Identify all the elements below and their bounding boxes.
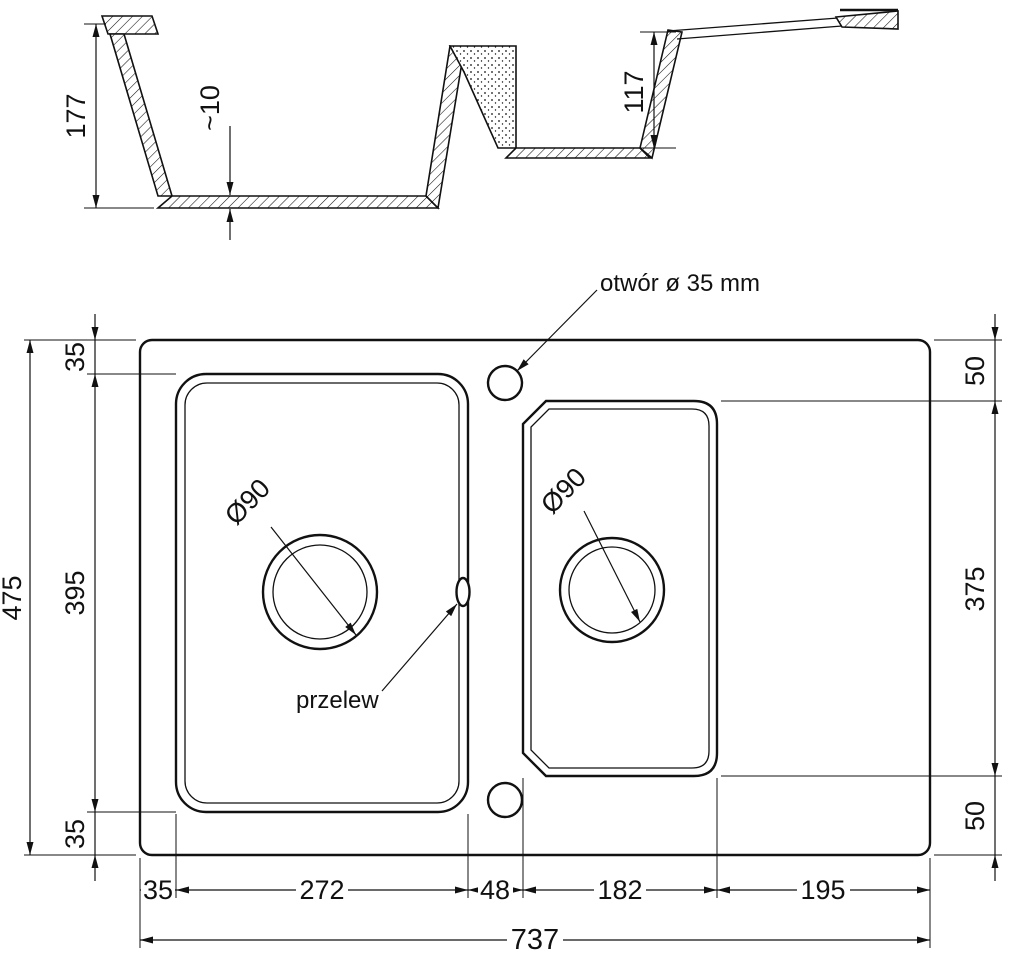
section-bottom-small-bowl xyxy=(504,147,652,159)
dim-drainer-width-bg xyxy=(797,876,850,904)
right-bowl-outer xyxy=(521,399,719,778)
tap-hole-label: otwór ø 35 mm xyxy=(600,270,760,297)
dim-bowl-right-width-label: 182 xyxy=(597,875,642,905)
dim-depth-total-label: 177 xyxy=(61,93,91,138)
left-drain: Ø90 xyxy=(219,473,379,651)
dim-edge-top-label: 35 xyxy=(60,342,90,372)
sink-outer-edge xyxy=(138,338,932,857)
dim-bottom-edge-left-label: 35 xyxy=(143,875,173,905)
left-drain-label: Ø90 xyxy=(219,473,276,531)
dim-row-bottom: 35 272 48 182 195 xyxy=(139,778,931,948)
dim-width-total-label: 737 xyxy=(511,924,559,956)
right-drain-hole xyxy=(568,546,656,634)
dim-height-total: 475 xyxy=(0,339,136,856)
left-bowl-inner xyxy=(184,382,460,804)
dim-bowl-left-width-bg xyxy=(296,876,348,904)
section-rim-right xyxy=(834,10,899,30)
dim-column-right: 50 375 50 xyxy=(721,314,1002,881)
dim-right-top-label: 50 xyxy=(960,356,990,386)
tap-hole-callout: otwór ø 35 mm xyxy=(516,270,760,372)
dim-edge-bottom-label: 35 xyxy=(60,819,90,849)
dim-depth-total: 177 xyxy=(61,23,154,209)
overflow-label: przelew xyxy=(296,687,379,714)
dim-right-middle-label: 375 xyxy=(960,566,990,611)
dim-drainer-width-label: 195 xyxy=(800,875,845,905)
right-drain-label: Ø90 xyxy=(535,462,592,520)
dim-width-total-bg xyxy=(507,925,563,955)
dim-bowl-left-width-label: 272 xyxy=(299,875,344,905)
right-drain: Ø90 xyxy=(535,462,666,644)
dim-right-bottom-label: 50 xyxy=(960,801,990,831)
right-bowl-inner xyxy=(530,408,710,769)
dim-bottom-edge-left-bg xyxy=(141,876,175,904)
section-wall-middle xyxy=(425,44,465,210)
plan-view: Ø90 Ø90 otwór ø 35 mm przelew 475 xyxy=(0,270,1002,956)
left-drain-hole xyxy=(272,544,368,640)
overflow-leader xyxy=(381,603,458,692)
section-divider xyxy=(448,45,517,149)
right-drain-leader xyxy=(583,510,641,623)
section-bottom-big-bowl xyxy=(155,195,440,209)
dim-depth-small-label: 117 xyxy=(619,70,649,113)
tap-hole-leader xyxy=(516,289,598,372)
tap-hole xyxy=(486,364,524,402)
overflow-slot xyxy=(455,576,471,608)
dim-column-left: 35 395 35 xyxy=(60,314,176,881)
section-wall-left xyxy=(108,33,174,197)
dim-bowl-right-width-bg xyxy=(594,876,646,904)
right-drain-flange xyxy=(558,536,666,644)
second-hole xyxy=(486,781,524,819)
dim-bottom-thickness: ~10 xyxy=(195,85,234,240)
dim-width-total: 737 xyxy=(140,924,930,956)
section-drainer-top-line xyxy=(667,17,839,32)
overflow-callout: przelew xyxy=(296,576,471,714)
left-drain-flange xyxy=(261,533,379,651)
section-rim-left xyxy=(100,15,160,35)
left-drain-leader xyxy=(270,526,357,636)
cross-section-view: 177 ~10 117 xyxy=(61,8,899,240)
dim-depth-small-bowl: 117 xyxy=(619,31,676,149)
dim-bowl-height-label: 395 xyxy=(60,570,90,615)
dim-gap-bg xyxy=(478,876,513,904)
dim-gap-label: 48 xyxy=(480,875,510,905)
left-bowl-outer xyxy=(174,372,470,814)
section-drainer-bottom-line xyxy=(676,25,843,40)
dim-height-total-label: 475 xyxy=(0,575,27,620)
dim-bottom-thickness-label: ~10 xyxy=(195,85,225,131)
